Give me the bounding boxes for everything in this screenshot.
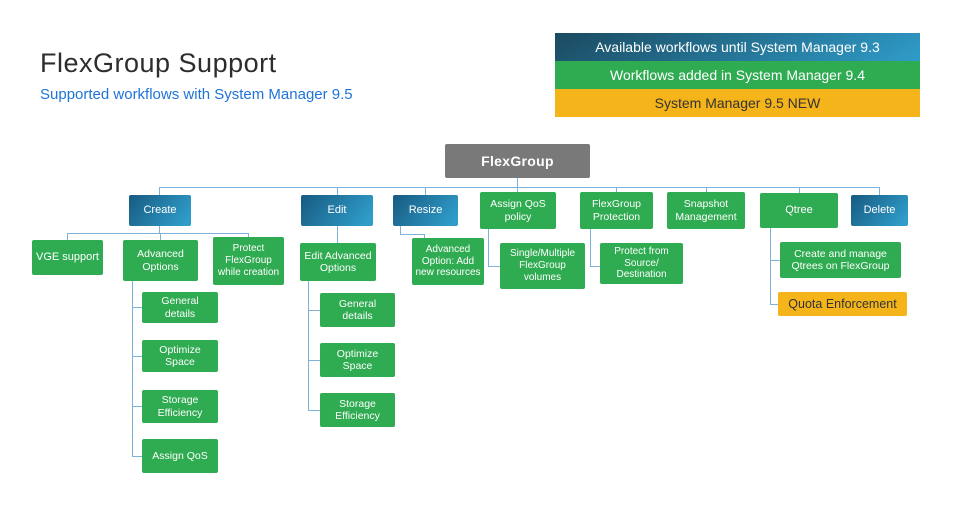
connector-line — [132, 456, 142, 457]
connector-line — [517, 187, 518, 193]
connector-line — [308, 360, 320, 361]
connector-line — [799, 187, 800, 194]
connector-line — [132, 356, 142, 357]
node-create-and-manage-qtrees: Create and manage Qtrees on FlexGroup — [780, 242, 901, 278]
node-optimize-space-2: Optimize Space — [320, 343, 395, 377]
connector-line — [400, 225, 401, 235]
connector-line — [160, 233, 161, 241]
connector-line — [308, 281, 309, 410]
page-title: FlexGroup Support — [40, 48, 277, 78]
legend-item-until-9-3: Available workflows until System Manager… — [555, 33, 920, 61]
node-flexgroup-protection: FlexGroup Protection — [580, 192, 653, 229]
connector-line — [770, 260, 780, 261]
connector-line — [159, 187, 880, 188]
node-advanced-options: Advanced Options — [123, 240, 198, 281]
connector-line — [770, 304, 778, 305]
connector-line — [879, 187, 880, 196]
legend: Available workflows until System Manager… — [555, 33, 920, 117]
connector-line — [159, 225, 160, 234]
node-advanced-option-add-new-resources: Advanced Option: Add new resources — [412, 238, 484, 285]
node-storage-efficiency-2: Storage Efficiency — [320, 393, 395, 427]
connector-line — [67, 233, 68, 241]
connector-line — [308, 410, 320, 411]
connector-line — [337, 225, 338, 243]
connector-line — [67, 233, 249, 234]
connector-line — [132, 307, 142, 308]
connector-line — [400, 234, 425, 235]
connector-line — [590, 228, 591, 267]
connector-line — [616, 187, 617, 193]
connector-line — [159, 187, 160, 196]
connector-line — [248, 233, 249, 238]
node-assign-qos: Assign QoS — [142, 439, 218, 473]
connector-line — [308, 310, 320, 311]
connector-line — [425, 187, 426, 196]
node-delete: Delete — [851, 195, 908, 226]
connector-line — [590, 266, 600, 267]
node-quota-enforcement: Quota Enforcement — [778, 292, 907, 316]
node-general-details-1: General details — [142, 292, 218, 323]
node-edit-advanced-options: Edit Advanced Options — [300, 243, 376, 281]
node-edit: Edit — [301, 195, 373, 226]
node-optimize-space-1: Optimize Space — [142, 340, 218, 372]
connector-line — [488, 228, 489, 267]
node-snapshot-management: Snapshot Management — [667, 192, 745, 229]
connector-line — [517, 178, 518, 188]
node-assign-qos-policy: Assign QoS policy — [480, 192, 556, 229]
node-general-details-2: General details — [320, 293, 395, 327]
node-single-multiple-flexgroup-volumes: Single/Multiple FlexGroup volumes — [500, 243, 585, 289]
connector-line — [488, 266, 500, 267]
legend-item-added-9-4: Workflows added in System Manager 9.4 — [555, 61, 920, 89]
page-subtitle: Supported workflows with System Manager … — [40, 86, 353, 103]
connector-line — [132, 406, 142, 407]
node-protect-from-source-destination: Protect from Source/ Destination — [600, 243, 683, 284]
connector-line — [706, 187, 707, 193]
node-create: Create — [129, 195, 191, 226]
connector-line — [424, 234, 425, 239]
legend-item-9-5-new: System Manager 9.5 NEW — [555, 89, 920, 117]
node-vge-support: VGE support — [32, 240, 103, 275]
node-protect-flexgroup-while-creation: Protect FlexGroup while creation — [213, 237, 284, 285]
node-resize: Resize — [393, 195, 458, 226]
connector-line — [132, 281, 133, 457]
connector-line — [337, 187, 338, 196]
node-storage-efficiency-1: Storage Efficiency — [142, 390, 218, 423]
connector-line — [770, 227, 771, 305]
node-qtree: Qtree — [760, 193, 838, 228]
node-flexgroup: FlexGroup — [445, 144, 590, 178]
